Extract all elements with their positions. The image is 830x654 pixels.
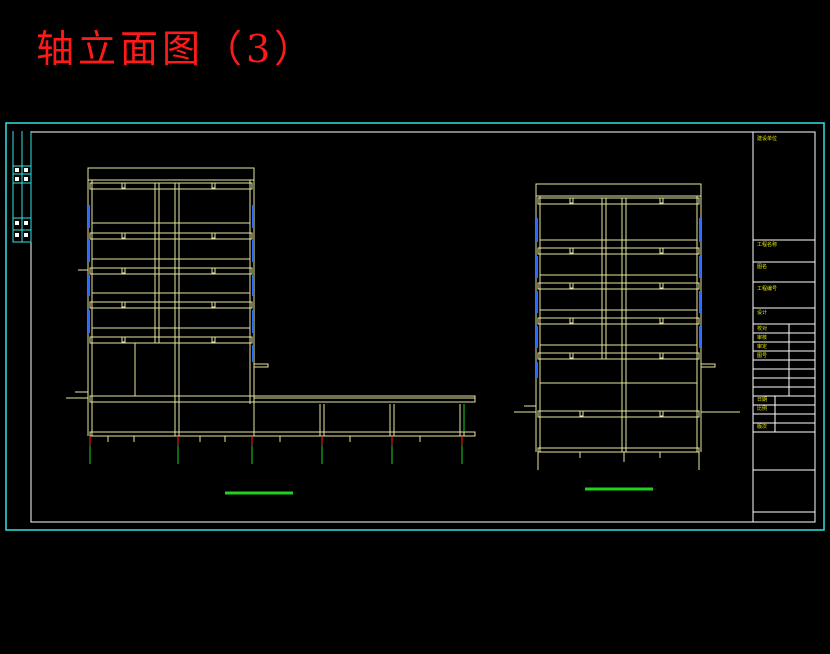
title-block [752, 132, 815, 522]
right-section-drawing [514, 183, 740, 458]
title-block-label: 日期 [757, 397, 767, 403]
title-block-label: 图名 [757, 263, 767, 270]
left-section-grid-ticks [89, 404, 465, 464]
title-block-label: 校对 [757, 325, 767, 332]
title-block-label: 工程编号 [757, 285, 777, 292]
title-block-label: 审核 [757, 334, 767, 341]
title-block-label: 建设单位 [757, 135, 777, 142]
title-block-label: 设计 [757, 309, 767, 316]
drawing-title: 轴立面图（3） [36, 27, 317, 71]
right-section-windows [536, 218, 701, 378]
right-section-grid-ticks [537, 452, 700, 470]
binding-strip [12, 131, 32, 243]
left-section-drawing [66, 167, 476, 442]
title-block-label: 工程名称 [757, 241, 777, 248]
sheet-border [30, 131, 816, 523]
title-block-label: 审定 [757, 343, 767, 350]
title-block-label: 图号 [757, 353, 767, 359]
outer-frame [5, 122, 825, 531]
title-block-label: 比例 [757, 405, 767, 412]
left-section-windows [88, 205, 254, 362]
title-block-label: 版次 [757, 423, 767, 430]
